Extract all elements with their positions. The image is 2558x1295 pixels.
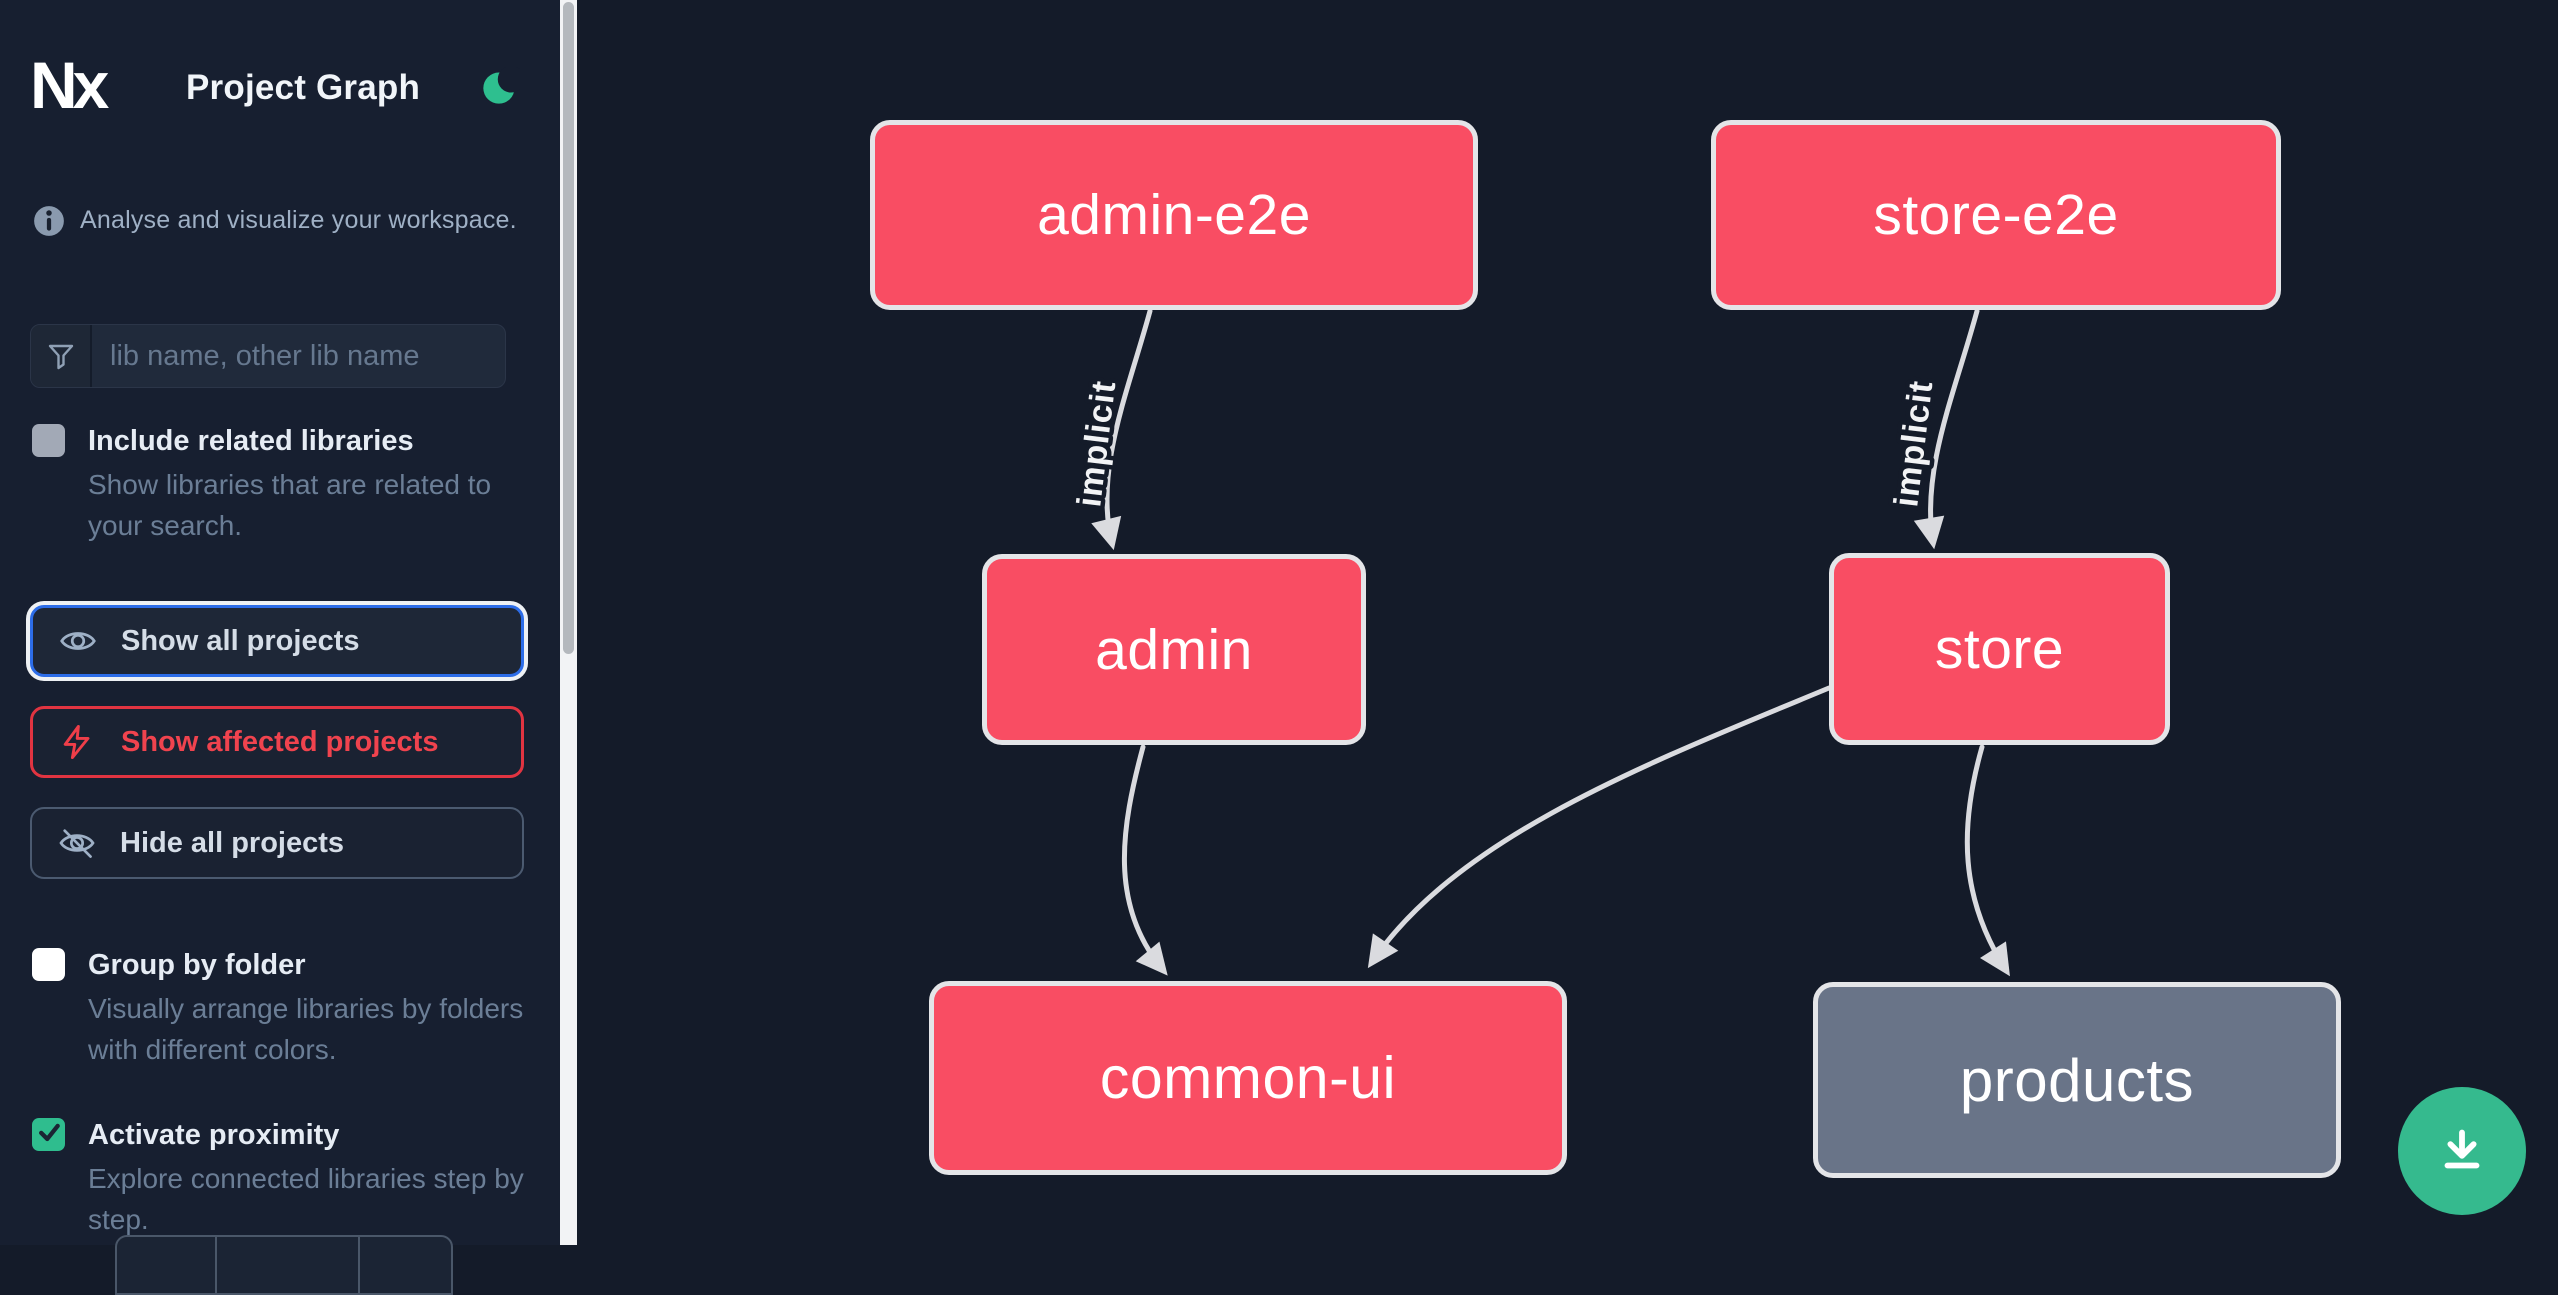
toggle-group-by-folder[interactable]: Group by folder Visually arrange librari… [30, 946, 523, 1070]
sidebar-scrollbar[interactable] [560, 0, 577, 1245]
download-icon [2431, 1119, 2493, 1184]
button-label: Show all projects [121, 624, 360, 657]
bolt-icon [59, 724, 99, 760]
search-input[interactable] [92, 325, 505, 387]
checkbox-include-related[interactable] [32, 424, 65, 457]
button-label: Show affected projects [121, 725, 439, 758]
sidebar: Nx Project Graph Analyse and visualize y… [0, 0, 560, 1295]
segment-1[interactable] [117, 1237, 215, 1293]
nx-logo: Nx [30, 48, 109, 122]
toggle-description: Show libraries that are related to your … [88, 469, 492, 541]
show-all-projects-button[interactable]: Show all projects [30, 605, 524, 677]
graph-node-store-e2e[interactable]: store-e2e [1711, 120, 2281, 310]
graph-node-products[interactable]: products [1813, 982, 2341, 1178]
toggle-include-related[interactable]: Include related libraries Show libraries… [30, 422, 510, 546]
graph-node-store[interactable]: store [1829, 553, 2170, 745]
graph-node-common-ui[interactable]: common-ui [929, 981, 1567, 1175]
theme-toggle-button[interactable] [478, 65, 525, 110]
checkmark-icon [36, 1119, 62, 1150]
graph-node-admin[interactable]: admin [982, 554, 1366, 745]
scrollbar-thumb[interactable] [563, 2, 574, 654]
funnel-icon [31, 325, 92, 387]
toggle-label: Group by folder [88, 949, 306, 981]
segment-2[interactable] [215, 1237, 358, 1293]
download-image-button[interactable] [2398, 1087, 2526, 1215]
toggle-label: Include related libraries [88, 425, 414, 457]
segment-3[interactable] [358, 1237, 451, 1293]
brand-row: Nx Project Graph [30, 48, 530, 124]
eye-icon [59, 626, 99, 656]
button-label: Hide all projects [120, 826, 345, 859]
search-box [30, 324, 506, 388]
checkbox-activate-proximity[interactable] [32, 1118, 65, 1151]
toggle-description: Visually arrange libraries by folders wi… [88, 993, 524, 1065]
toggle-description: Explore connected libraries step by step… [88, 1163, 524, 1235]
toggle-activate-proximity[interactable]: Activate proximity Explore connected lib… [30, 1116, 524, 1240]
tagline-text: Analyse and visualize your workspace. [80, 206, 517, 234]
zoom-segmented-control[interactable] [115, 1235, 453, 1295]
graph-node-admin-e2e[interactable]: admin-e2e [870, 120, 1478, 310]
checkbox-group-by-folder[interactable] [32, 948, 65, 981]
moon-icon [480, 65, 525, 110]
show-affected-projects-button[interactable]: Show affected projects [30, 706, 524, 778]
toggle-label: Activate proximity [88, 1119, 340, 1151]
eye-off-icon [58, 827, 98, 859]
hide-all-projects-button[interactable]: Hide all projects [30, 807, 524, 879]
page-title: Project Graph [186, 68, 421, 107]
